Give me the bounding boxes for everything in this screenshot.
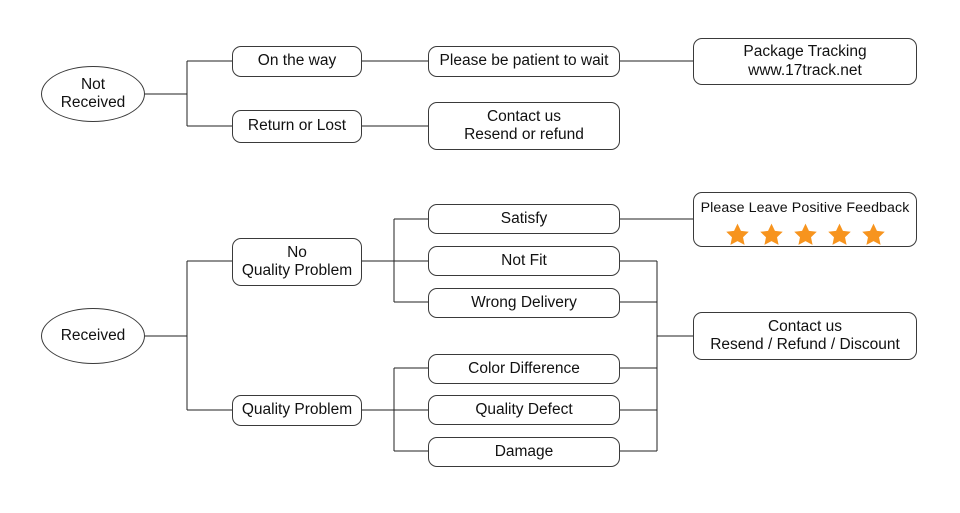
node-quality-problem[interactable]: Quality Problem bbox=[232, 395, 362, 426]
node-wrong-delivery[interactable]: Wrong Delivery bbox=[428, 288, 620, 318]
node-not-received[interactable]: Not Received bbox=[41, 66, 145, 122]
node-satisfy-label: Satisfy bbox=[500, 209, 548, 227]
node-not-fit[interactable]: Not Fit bbox=[428, 246, 620, 276]
node-please-be-patient[interactable]: Please be patient to wait bbox=[428, 46, 620, 77]
node-damage[interactable]: Damage bbox=[428, 437, 620, 467]
star-icon[interactable] bbox=[793, 222, 818, 247]
node-on-the-way-label: On the way bbox=[257, 52, 337, 70]
star-icon[interactable] bbox=[759, 222, 784, 247]
node-color-difference-label: Color Difference bbox=[468, 359, 580, 377]
node-contact-us-resend-refund[interactable]: Contact us Resend or refund bbox=[428, 102, 620, 150]
star-rating[interactable] bbox=[725, 222, 886, 247]
node-damage-label: Damage bbox=[494, 442, 554, 460]
node-not-received-line2: Received bbox=[60, 94, 126, 111]
star-icon[interactable] bbox=[827, 222, 852, 247]
node-return-or-lost[interactable]: Return or Lost bbox=[232, 110, 362, 143]
node-no-quality-problem-line2: Quality Problem bbox=[241, 262, 353, 279]
node-wrong-delivery-label: Wrong Delivery bbox=[471, 293, 577, 311]
node-not-received-line1: Not bbox=[80, 75, 106, 93]
star-icon[interactable] bbox=[861, 222, 886, 247]
node-received-label: Received bbox=[60, 326, 126, 344]
node-please-be-patient-label: Please be patient to wait bbox=[439, 52, 609, 70]
node-package-tracking[interactable]: Package Tracking www.17track.net bbox=[693, 38, 917, 85]
node-no-quality-problem[interactable]: No Quality Problem bbox=[232, 238, 362, 286]
node-color-difference[interactable]: Color Difference bbox=[428, 354, 620, 384]
node-satisfy[interactable]: Satisfy bbox=[428, 204, 620, 234]
node-on-the-way[interactable]: On the way bbox=[232, 46, 362, 77]
node-return-or-lost-label: Return or Lost bbox=[247, 117, 347, 135]
node-quality-defect-label: Quality Defect bbox=[475, 400, 573, 418]
node-contact-us-resolution[interactable]: Contact us Resend / Refund / Discount bbox=[693, 312, 917, 360]
node-package-tracking-line1: Package Tracking bbox=[743, 43, 867, 61]
node-package-tracking-url: www.17track.net bbox=[748, 61, 862, 79]
node-resolution-line2: Resend / Refund / Discount bbox=[710, 336, 900, 353]
feedback-title: Please Leave Positive Feedback bbox=[700, 200, 910, 216]
node-positive-feedback[interactable]: Please Leave Positive Feedback bbox=[693, 192, 917, 247]
node-contact-us-line1: Contact us bbox=[486, 107, 562, 125]
node-not-fit-label: Not Fit bbox=[501, 251, 547, 269]
node-quality-defect[interactable]: Quality Defect bbox=[428, 395, 620, 425]
node-resolution-line1: Contact us bbox=[767, 317, 843, 335]
node-no-quality-problem-line1: No bbox=[287, 243, 307, 261]
star-icon[interactable] bbox=[725, 222, 750, 247]
node-quality-problem-label: Quality Problem bbox=[241, 401, 353, 419]
node-received[interactable]: Received bbox=[41, 308, 145, 364]
node-contact-us-line2: Resend or refund bbox=[464, 126, 584, 143]
